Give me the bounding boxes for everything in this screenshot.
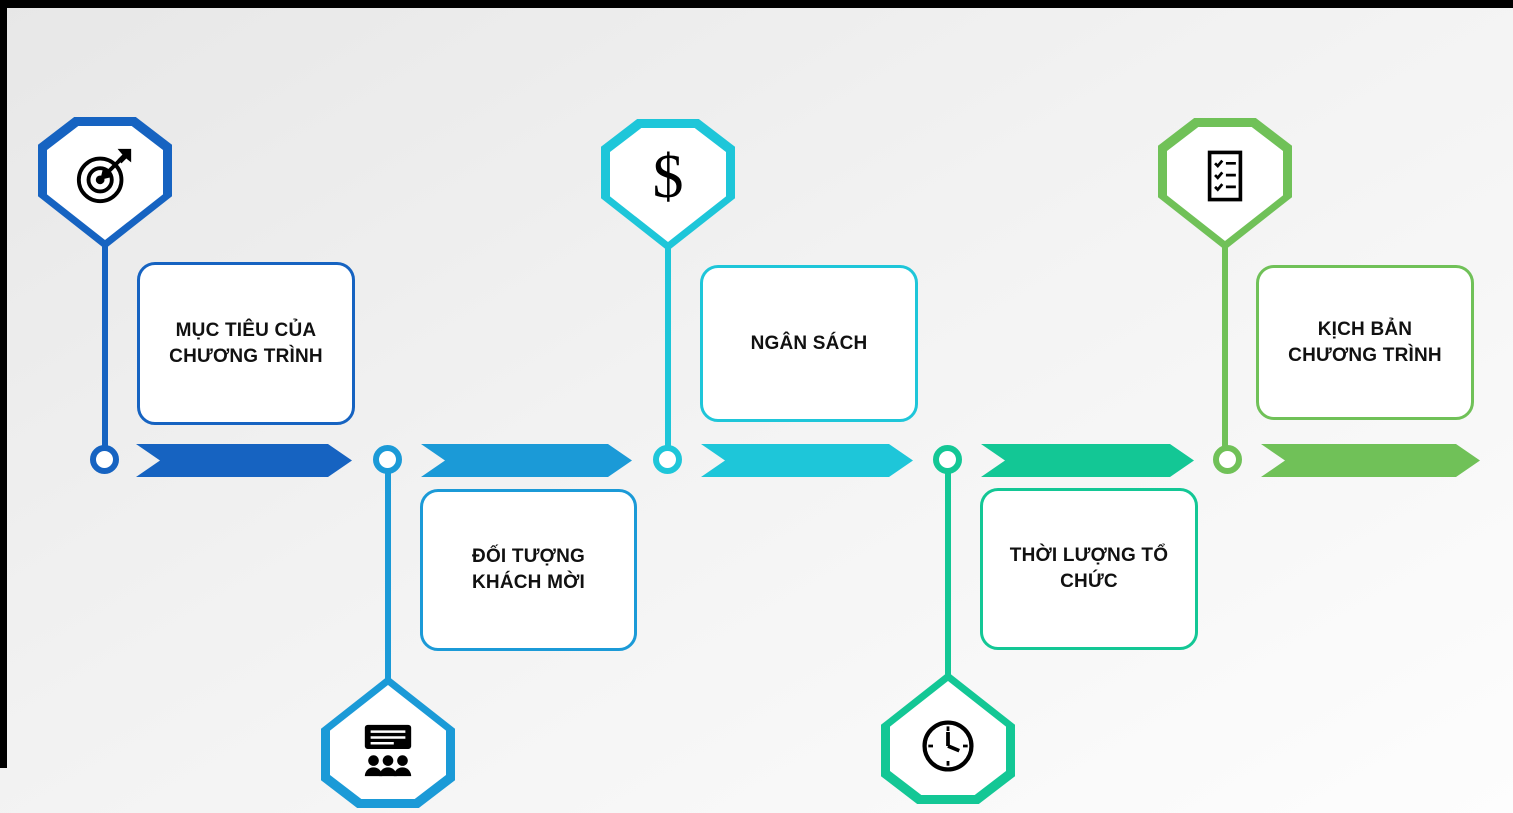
- step-label-4-line-1: THỜI LƯỢNG TỔ: [1009, 545, 1169, 567]
- connector-line-3: [665, 246, 671, 448]
- audience-presentation-icon: [357, 722, 419, 778]
- label-card-3: NGÂN SÁCH: [700, 265, 918, 422]
- step-label-1: MỤC TIÊU CỦA CHƯƠNG TRÌNH: [169, 318, 323, 369]
- timeline-arrow-3: [701, 444, 913, 477]
- step-label-2-line-1: ĐỐI TƯỢNG: [472, 546, 585, 568]
- timeline-node-1: [90, 445, 119, 474]
- badge-step-5: [1158, 118, 1292, 250]
- connector-line-2: [385, 470, 391, 682]
- step-label-2-line-2: KHÁCH MỜI: [472, 572, 585, 593]
- step-label-2: ĐỐI TƯỢNG KHÁCH MỜI: [472, 544, 585, 595]
- step-label-4: THỜI LƯỢNG TỔ CHỨC: [1010, 543, 1168, 594]
- label-card-5: KỊCH BẢN CHƯƠNG TRÌNH: [1256, 265, 1474, 420]
- badge-inner-3: $: [610, 128, 726, 242]
- window-edge-top: [0, 0, 1513, 8]
- clock-icon: [918, 716, 978, 776]
- step-label-5: KỊCH BẢN CHƯƠNG TRÌNH: [1288, 317, 1442, 368]
- badge-step-2: [321, 676, 455, 808]
- timeline-arrow-1: [136, 444, 352, 477]
- timeline-arrow-4: [981, 444, 1194, 477]
- connector-line-1: [102, 244, 108, 448]
- timeline-node-2: [373, 445, 402, 474]
- connector-line-5: [1222, 245, 1228, 448]
- badge-step-4: [881, 672, 1015, 804]
- step-label-3: NGÂN SÁCH: [751, 331, 868, 357]
- step-label-5-line-2: CHƯƠNG TRÌNH: [1288, 344, 1442, 366]
- step-label-5-line-1: KỊCH BẢN: [1317, 318, 1413, 340]
- step-label-4-line-2: CHỨC: [1060, 571, 1118, 592]
- checklist-icon: [1196, 147, 1254, 205]
- badge-inner-4: [890, 681, 1006, 795]
- label-card-1: MỤC TIÊU CỦA CHƯƠNG TRÌNH: [137, 262, 355, 425]
- connector-line-4: [945, 470, 951, 678]
- window-edge-left: [0, 0, 7, 768]
- dollar-icon: $: [652, 143, 684, 211]
- timeline-arrow-2: [421, 444, 632, 477]
- badge-inner-5: [1167, 127, 1283, 241]
- step-label-1-line-1: MỤC TIÊU CỦA: [175, 319, 317, 341]
- badge-inner-2: [330, 685, 446, 799]
- timeline-node-3: [653, 445, 682, 474]
- step-label-1-line-2: CHƯƠNG TRÌNH: [169, 345, 323, 367]
- badge-step-1: [38, 117, 172, 249]
- badge-inner-1: [47, 126, 163, 240]
- target-icon: [74, 144, 136, 206]
- timeline-node-5: [1213, 445, 1242, 474]
- timeline-node-4: [933, 445, 962, 474]
- timeline-arrow-5: [1261, 444, 1480, 477]
- label-card-4: THỜI LƯỢNG TỔ CHỨC: [980, 488, 1198, 650]
- label-card-2: ĐỐI TƯỢNG KHÁCH MỜI: [420, 489, 637, 651]
- badge-step-3: $: [601, 119, 735, 251]
- step-label-3-line-1: NGÂN SÁCH: [750, 332, 868, 354]
